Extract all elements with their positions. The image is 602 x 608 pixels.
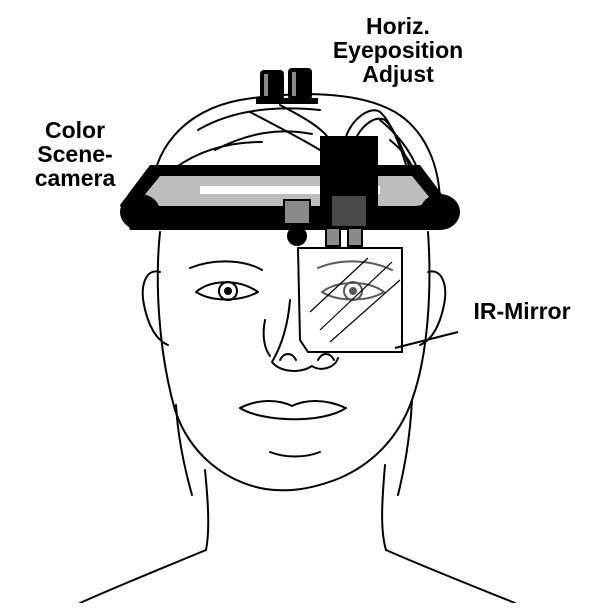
upper-lip <box>240 401 346 408</box>
right-knob <box>420 194 460 230</box>
right-ear <box>420 271 445 345</box>
ir-mirror <box>298 248 402 352</box>
camera-housing <box>284 200 310 224</box>
nostril <box>280 354 296 360</box>
hair-strand <box>175 142 262 168</box>
nostril <box>318 354 334 360</box>
neck-right <box>382 465 386 550</box>
label-line: Eyeposition <box>308 38 488 62</box>
horiz-eyeposition-adjust-label: Horiz. Eyeposition Adjust <box>308 14 488 86</box>
left-eyebrow <box>190 261 262 270</box>
label-line: camera <box>10 166 140 190</box>
scene-camera <box>287 226 307 246</box>
label-line: IR-Mirror <box>452 299 592 323</box>
hair-strand <box>250 112 320 150</box>
label-line: Color <box>10 118 140 142</box>
right-shoulder <box>386 550 515 603</box>
label-line: Horiz. <box>308 14 488 38</box>
color-scene-camera-label: Color Scene- camera <box>10 118 140 190</box>
ir-mirror-label: IR-Mirror <box>452 299 592 323</box>
hair-strand <box>215 131 312 150</box>
left-knob <box>120 194 160 230</box>
label-line: Scene- <box>10 142 140 166</box>
side-hair <box>398 400 412 495</box>
neck-left <box>205 470 208 550</box>
left-pupil <box>225 288 231 294</box>
lower-lip <box>240 408 346 419</box>
left-ear <box>143 271 168 345</box>
left-shoulder <box>80 550 206 603</box>
hair-strand <box>198 108 320 130</box>
chin-line <box>270 452 320 457</box>
hair-strand <box>280 105 330 140</box>
label-line: Adjust <box>308 62 488 86</box>
cheek-line <box>264 320 270 356</box>
